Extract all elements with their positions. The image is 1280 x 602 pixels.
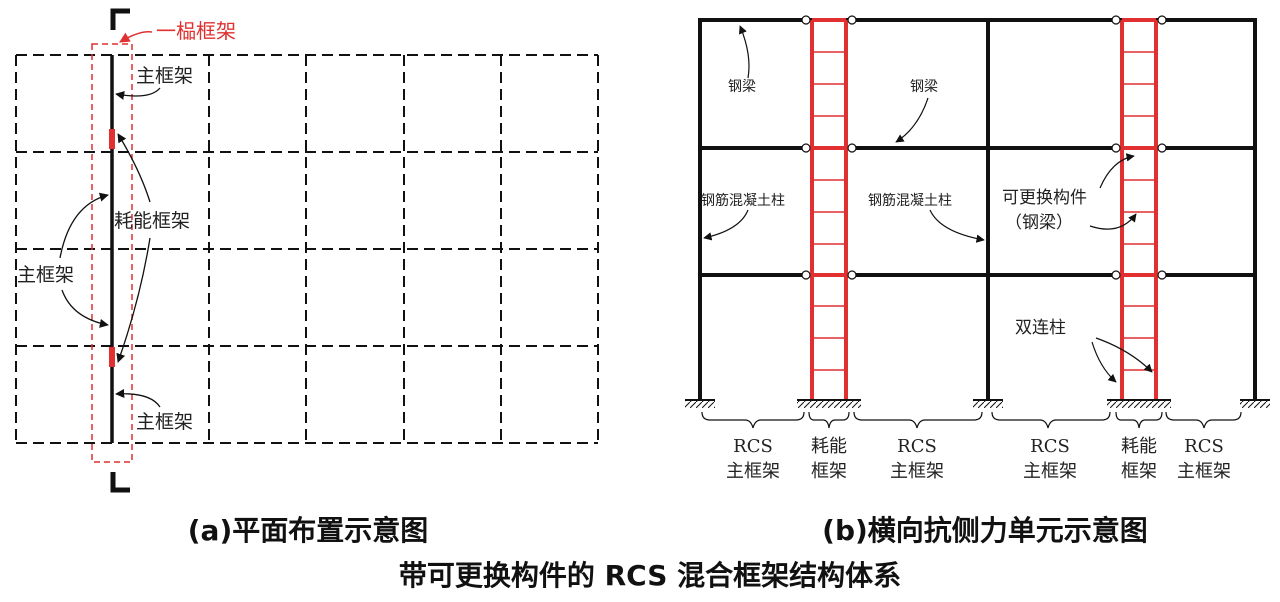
bottom-label-4-line2: 主框架 (1023, 461, 1077, 482)
label-main-frame-top: 主框架 (136, 65, 193, 87)
arrow-main-frame-left-down (61, 289, 109, 328)
energy-frame-left (810, 18, 848, 400)
bottom-label-3-line2: 主框架 (890, 461, 944, 482)
label-one-frame: 一榀框架 (156, 19, 236, 43)
label-energy-frame: 耗能框架 (114, 210, 190, 232)
plan-layout: 一榀框架 主框架 耗能框架 主框架 主框架 (a)平面布置示意图 (15, 8, 599, 547)
hinges (801, 15, 1167, 280)
bottom-label-6-line2: 主框架 (1177, 461, 1231, 482)
bottom-label-2-line1: 耗能 (811, 436, 847, 457)
arrow-steel-beam-2 (895, 97, 929, 143)
arrow-steel-beam-1 (739, 25, 750, 79)
energy-frame-right (1120, 18, 1158, 400)
arrow-rc-column-2 (929, 209, 985, 243)
arrow-replaceable-2 (1089, 213, 1137, 230)
bottom-label-6-line1: RCS (1184, 436, 1224, 457)
bottom-label-3-line1: RCS (897, 436, 937, 457)
bottom-label-5-line2: 框架 (1121, 461, 1157, 482)
arrow-double-column-1 (1091, 341, 1117, 383)
arrow-energy-frame-up (117, 133, 151, 203)
arrow-rc-column-1 (703, 209, 749, 241)
rcs-main-frame (698, 18, 1257, 400)
section-mark-bottom (110, 472, 130, 493)
label-steel-beam-1: 钢梁 (728, 79, 756, 95)
label-main-frame-bottom: 主框架 (136, 411, 193, 433)
bottom-labels: RCS 主框架 耗能 框架 RCS 主框架 RCS 主框架 耗能 框架 RCS … (726, 436, 1231, 482)
arrow-replaceable-1 (1099, 153, 1135, 189)
label-replaceable-2: （钢梁） (1005, 213, 1073, 233)
arrow-main-frame-top (115, 87, 161, 100)
bottom-label-2-line2: 框架 (811, 461, 847, 482)
label-rc-column-1: 钢筋混凝土柱 (701, 192, 785, 209)
bottom-label-4-line1: RCS (1030, 436, 1070, 457)
arrow-double-column-2 (1095, 337, 1153, 373)
arrow-main-frame-left-up (59, 192, 109, 259)
section-mark-top (110, 8, 130, 30)
bottom-label-1-line2: 主框架 (726, 461, 780, 482)
one-frame-box (91, 43, 133, 463)
energy-member-2 (109, 347, 115, 367)
figure-title: 带可更换构件的 RCS 混合框架结构体系 (399, 559, 901, 592)
bottom-label-1-line1: RCS (733, 436, 773, 457)
bottom-label-5-line1: 耗能 (1121, 436, 1157, 457)
label-rc-column-2: 钢筋混凝土柱 (868, 192, 952, 209)
lateral-unit-elevation: 钢梁 钢梁 钢筋混凝土柱 钢筋混凝土柱 可更换构件 （钢梁） 双连柱 RCS 主… (685, 15, 1270, 547)
label-replaceable-1: 可更换构件 (1002, 188, 1087, 208)
caption-b: (b)横向抗侧力单元示意图 (822, 514, 1148, 547)
caption-a: (a)平面布置示意图 (188, 514, 429, 547)
label-main-frame-left: 主框架 (17, 264, 74, 286)
label-double-column: 双连柱 (1015, 318, 1066, 338)
label-steel-beam-2: 钢梁 (910, 79, 938, 95)
plan-grid (15, 54, 599, 444)
arrow-main-frame-bottom (115, 388, 161, 408)
energy-member-1 (109, 129, 115, 149)
supports (685, 399, 1270, 408)
arrow-energy-frame-down (116, 237, 151, 363)
braces (701, 411, 1242, 429)
one-frame-arrow (119, 30, 153, 43)
